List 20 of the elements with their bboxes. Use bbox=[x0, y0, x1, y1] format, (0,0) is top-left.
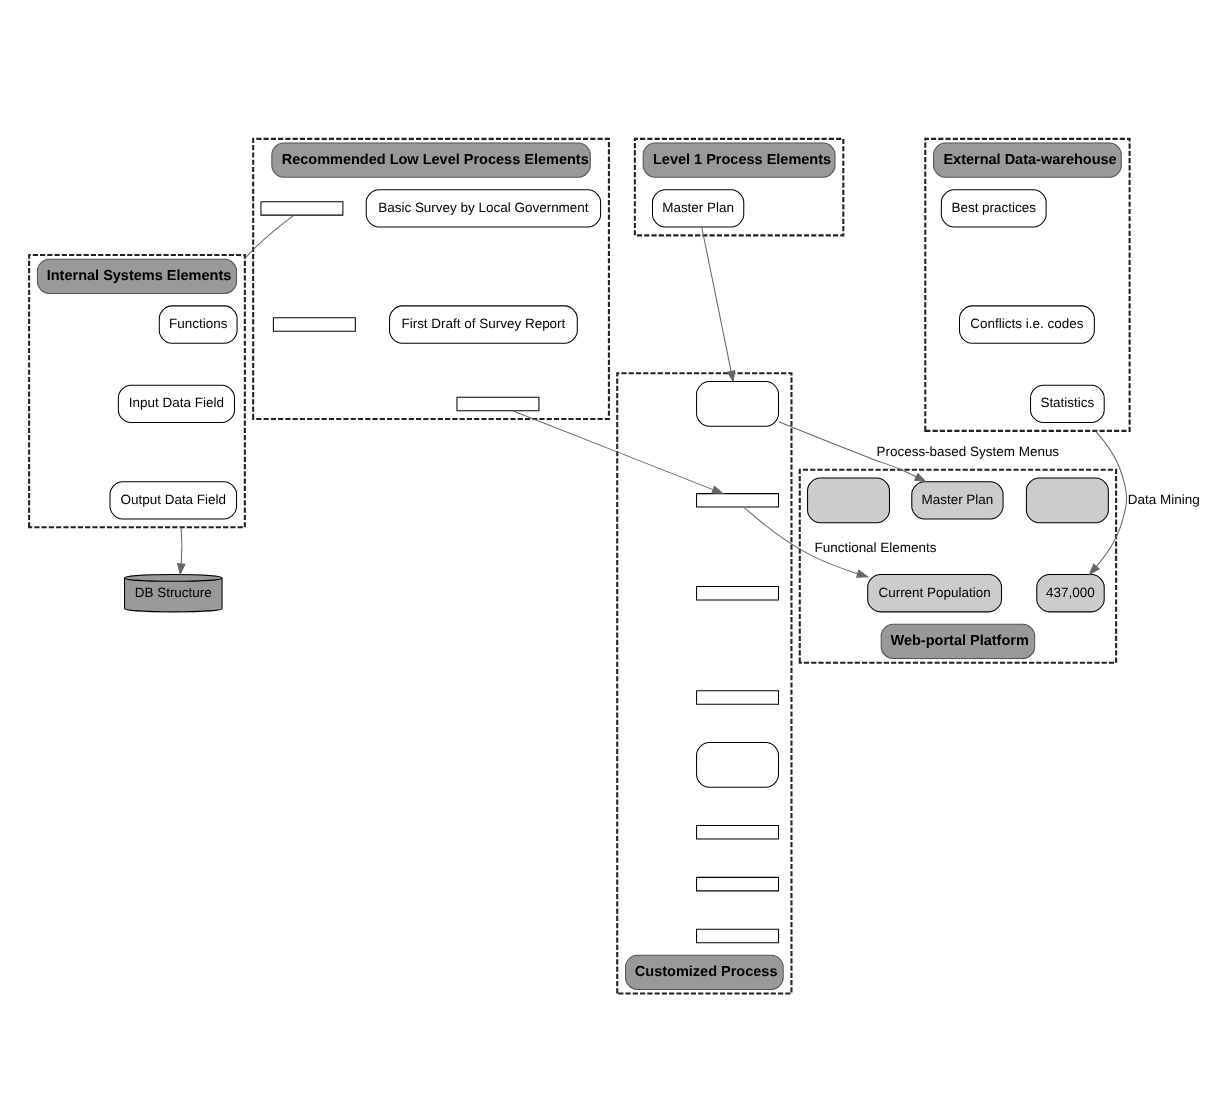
arrow bbox=[512, 409, 725, 494]
arrow bbox=[701, 225, 736, 383]
node-box bbox=[696, 741, 780, 787]
arrow bbox=[743, 505, 870, 577]
connector bbox=[244, 213, 295, 258]
node-box bbox=[272, 316, 356, 331]
arrow bbox=[177, 525, 186, 575]
node-box bbox=[696, 927, 780, 943]
node-box bbox=[456, 395, 540, 411]
node-box bbox=[1025, 476, 1109, 523]
node-box bbox=[696, 380, 780, 426]
node-box bbox=[696, 584, 780, 600]
arrow bbox=[1088, 429, 1128, 575]
node-box bbox=[696, 689, 780, 704]
arrow bbox=[778, 420, 927, 482]
node-box bbox=[696, 875, 780, 891]
node-box bbox=[807, 476, 890, 523]
node-box bbox=[696, 824, 780, 839]
node-box bbox=[696, 492, 780, 507]
node-box bbox=[260, 200, 344, 215]
